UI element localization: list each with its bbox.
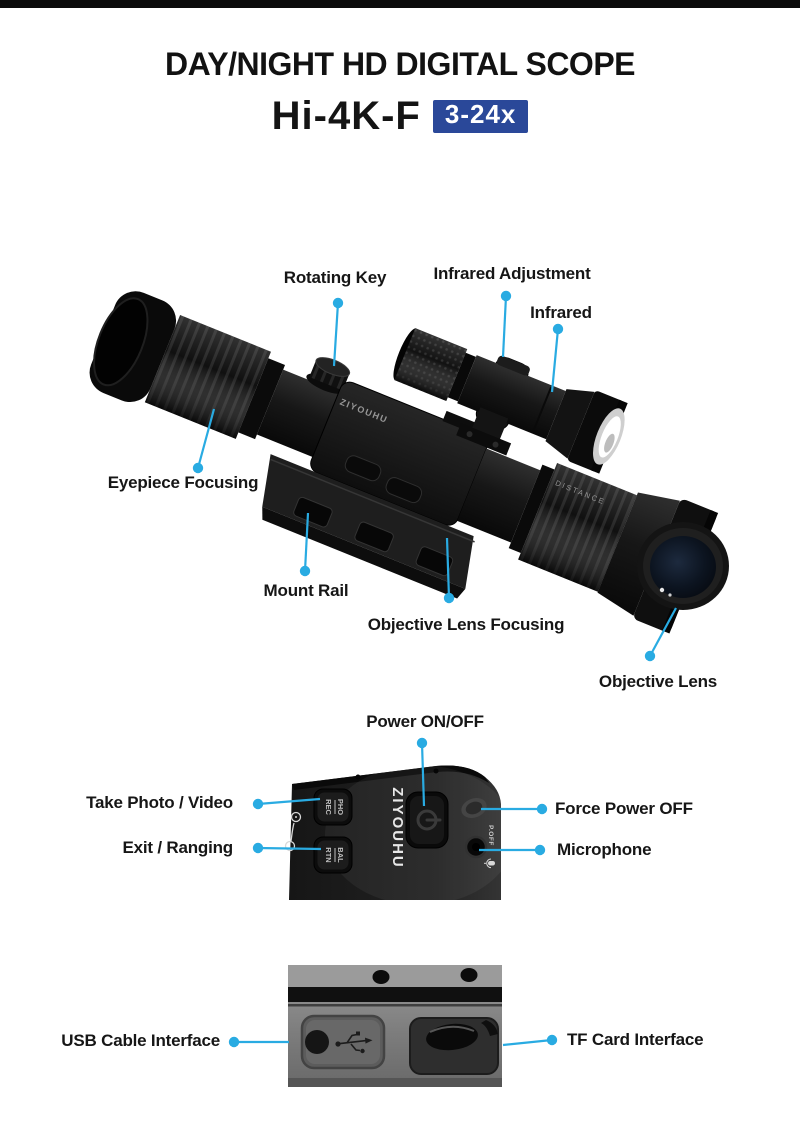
label-eyepiece-focusing: Eyepiece Focusing [107, 473, 259, 492]
callout-tf [502, 1034, 558, 1047]
label-infrared-adjustment: Infrared Adjustment [433, 264, 591, 283]
magnification-badge: 3-24x [432, 100, 529, 133]
label-objective-lens: Objective Lens [598, 672, 718, 691]
pho-label: PHO [336, 799, 345, 815]
rotating-key-knob [309, 360, 350, 391]
label-exit-ranging: Exit / Ranging [122, 838, 233, 857]
callout-mount-rail [299, 512, 311, 577]
mode-indicator-icon [284, 811, 302, 852]
panel-brand-text: ZIYOUHU [389, 787, 406, 869]
bal-label: BAL [336, 847, 345, 863]
photo-rec-button: PHO REC [313, 788, 353, 826]
usb-icon [335, 1031, 373, 1054]
callout-usb [228, 1036, 289, 1048]
label-take-photo-video: Take Photo / Video [86, 793, 233, 812]
label-microphone: Microphone [557, 840, 652, 859]
label-infrared: Infrared [530, 303, 592, 322]
rec-label: REC [324, 799, 333, 815]
top-black-bar [0, 0, 800, 8]
callout-infrared-adjustment [500, 290, 512, 358]
callout-force-power-off [481, 803, 548, 815]
callout-objective-lens-focusing [443, 537, 455, 604]
force-power-off-button: P.OFF [461, 798, 494, 846]
callout-eyepiece-focusing [192, 408, 216, 474]
callout-lines [192, 290, 677, 1048]
callout-take-photo [252, 797, 321, 810]
tf-card-slot [409, 1017, 499, 1075]
model-row: Hi-4K-F 3-24x [0, 94, 800, 139]
callout-microphone [479, 844, 546, 856]
callout-power [416, 737, 428, 807]
label-usb-cable-interface: USB Cable Interface [61, 1031, 220, 1050]
callout-objective-lens [644, 607, 677, 662]
objective-lens-face [637, 522, 729, 610]
label-force-power-off: Force Power OFF [555, 799, 693, 818]
callout-infrared [550, 323, 564, 393]
page-title: DAY/NIGHT HD DIGITAL SCOPE [164, 46, 636, 82]
microphone-hole [464, 835, 495, 869]
mic-icon [484, 858, 495, 869]
poff-engraving: P.OFF [487, 825, 494, 846]
ports-photo [288, 965, 502, 1087]
label-objective-lens-focusing: Objective Lens Focusing [367, 615, 565, 634]
button-panel-photo: ZIYOUHU PHO REC BAL RTN [284, 765, 515, 905]
usb-port [300, 1014, 386, 1070]
power-icon [416, 809, 442, 831]
infrared-illuminator [393, 328, 628, 474]
label-power-on-off: Power ON/OFF [366, 712, 484, 731]
label-rotating-key: Rotating Key [283, 268, 387, 287]
mount-rail-part [262, 454, 475, 599]
label-mount-rail: Mount Rail [263, 581, 349, 600]
objective-focus-ring: DISTANCE [518, 463, 637, 592]
exit-rtn-button: BAL RTN [313, 836, 353, 874]
callout-rotating-key [332, 297, 344, 367]
label-tf-card-interface: TF Card Interface [567, 1030, 704, 1049]
power-button [405, 791, 449, 849]
rtn-label: RTN [324, 847, 333, 862]
scope-photo: ZIYOUHU DIST [89, 291, 729, 634]
callout-exit-ranging [252, 842, 322, 854]
model-name: Hi-4K-F [271, 94, 421, 138]
